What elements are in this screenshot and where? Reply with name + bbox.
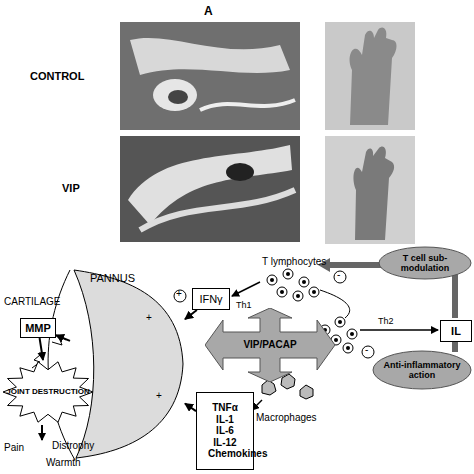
sign-label: - — [337, 269, 340, 280]
sign-label: + — [156, 390, 162, 401]
action-ellipse: Anti-inflammatory action — [372, 350, 472, 390]
double-arrow: VIP/PACAP — [205, 308, 335, 382]
sign-label: - — [365, 344, 368, 355]
tissue-label: CARTILAGE — [4, 296, 61, 307]
sign-label: + — [176, 288, 182, 299]
pathway-label: Th1 — [236, 300, 252, 310]
node-text: MMP — [25, 322, 51, 335]
node-text: VIP/PACAP — [243, 339, 296, 351]
paw-photo — [325, 22, 415, 130]
enzyme-box: MMP — [20, 318, 56, 338]
curve-line — [320, 290, 350, 318]
cell-label: T lymphocytes — [262, 256, 326, 267]
row-label: CONTROL — [30, 70, 84, 82]
pathway-label: Th2 — [378, 316, 394, 326]
histology-photo — [120, 22, 300, 130]
node-text: IFNγ — [199, 293, 222, 306]
node-text: PANNUS — [90, 272, 135, 285]
node-text: IL — [451, 325, 461, 338]
row-label: VIP — [62, 182, 80, 194]
sign-label: + — [146, 312, 152, 323]
symptom-label: Warmth — [46, 457, 81, 468]
node-text: TNFα IL-1 IL-6 IL-12 Chemokines — [208, 402, 242, 460]
paw-photo — [325, 136, 415, 244]
pannus-outline — [70, 268, 185, 460]
cell-label: Macrophages — [256, 412, 317, 423]
connector-arrow — [40, 338, 43, 360]
pannus-region: PANNUS — [70, 268, 185, 460]
destruction-burst: JOINT DESTRUCTION — [2, 360, 94, 424]
connector-arrow — [185, 310, 197, 319]
symptom-label: Distrophy — [52, 440, 94, 451]
connector-arrow — [185, 404, 196, 412]
action-ellipse: T cell sub- modulation — [378, 246, 472, 280]
cytokine-box: IL — [440, 320, 472, 342]
node-text: Anti-inflammatory action — [372, 360, 472, 381]
connector-arrow — [56, 335, 70, 341]
feedback-line — [452, 342, 458, 352]
histology-photo — [120, 136, 300, 242]
cytokine-box: IFNγ — [192, 288, 230, 310]
cytokine-box: TNFα IL-1 IL-6 IL-12 Chemokines — [196, 392, 254, 470]
th1-arrow — [232, 282, 260, 296]
node-text: JOINT DESTRUCTION — [6, 387, 90, 396]
symptom-label: Pain — [4, 442, 24, 453]
panel-letter: A — [204, 4, 213, 18]
leader-arrow — [41, 425, 43, 440]
node-text: T cell sub- modulation — [378, 253, 472, 274]
th2-arrow — [360, 329, 438, 331]
